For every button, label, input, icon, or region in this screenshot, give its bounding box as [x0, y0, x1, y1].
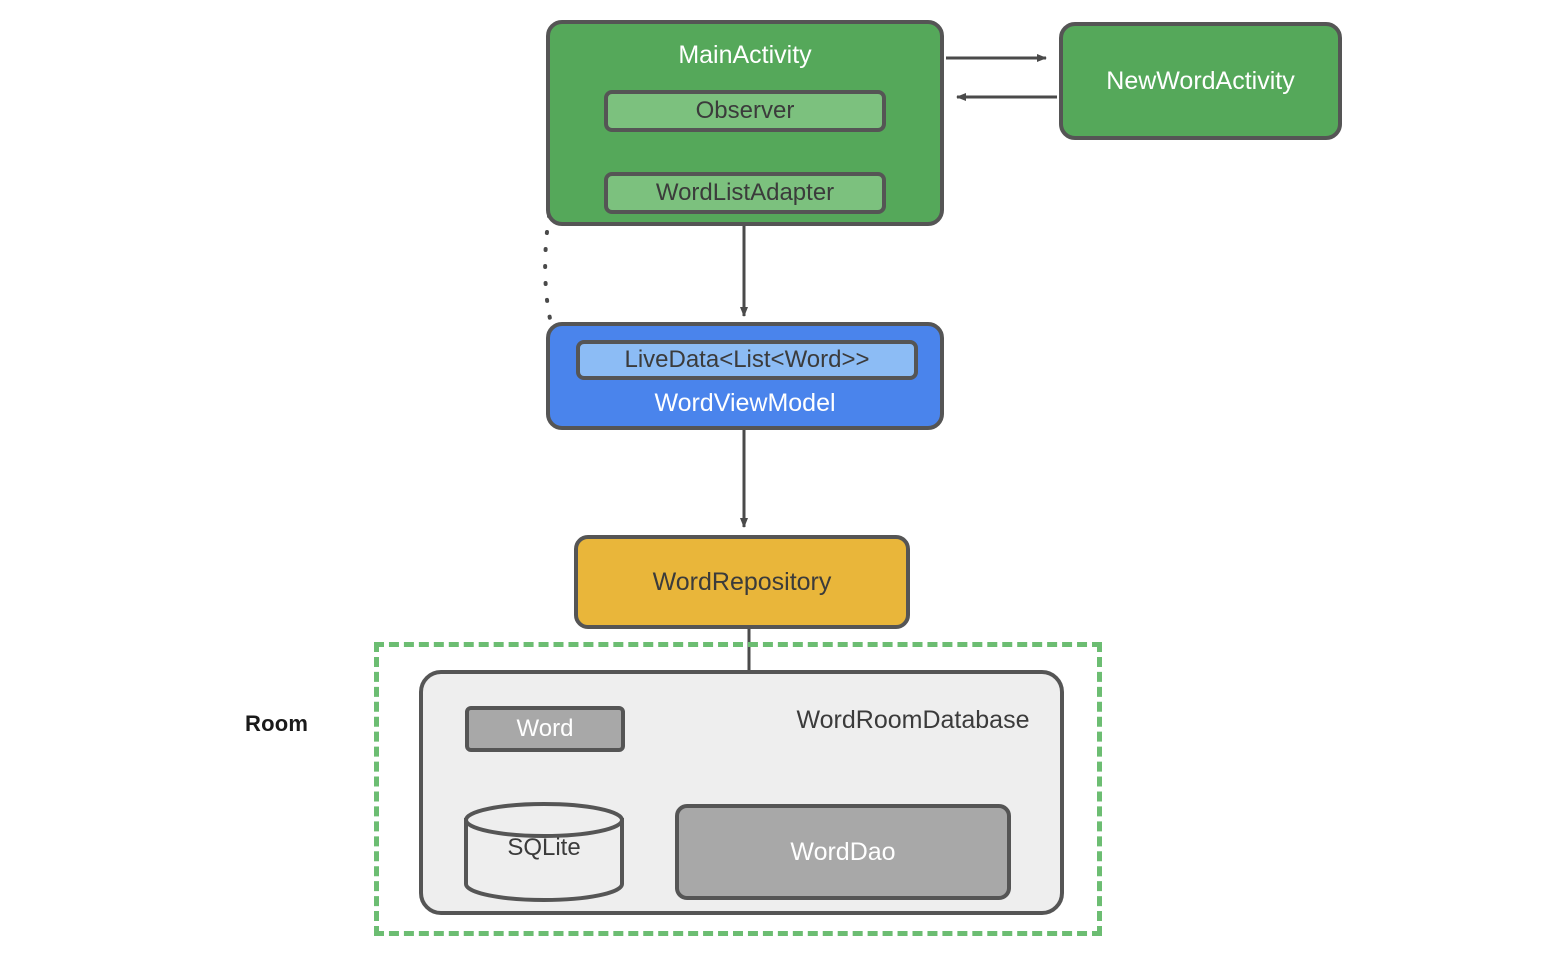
- word-repository-label: WordRepository: [652, 567, 832, 596]
- observer-label: Observer: [695, 97, 795, 124]
- sqlite-database-cylinder-icon[interactable]: [463, 802, 625, 902]
- word-list-adapter-label: WordListAdapter: [655, 179, 835, 206]
- main-activity-label: MainActivity: [678, 41, 812, 69]
- node-word[interactable]: Word: [465, 706, 625, 752]
- new-word-activity-label: NewWordActivity: [1106, 66, 1295, 95]
- node-new-word-activity[interactable]: NewWordActivity: [1059, 22, 1342, 140]
- node-observer[interactable]: Observer: [604, 90, 886, 132]
- node-word-room-database[interactable]: WordRoomDatabase Word SQLite WordDao: [419, 670, 1064, 915]
- node-word-list-adapter[interactable]: WordListAdapter: [604, 172, 886, 214]
- node-main-activity[interactable]: MainActivity Observer WordListAdapter: [546, 20, 944, 226]
- word-dao-label: WordDao: [790, 837, 896, 866]
- word-label: Word: [516, 715, 574, 742]
- node-word-view-model[interactable]: LiveData<List<Word>> WordViewModel: [546, 322, 944, 430]
- room-group-boundary: [374, 642, 1102, 936]
- live-data-label: LiveData<List<Word>>: [624, 346, 870, 373]
- word-view-model-label: WordViewModel: [654, 389, 836, 417]
- node-word-dao[interactable]: WordDao: [675, 804, 1011, 900]
- node-live-data[interactable]: LiveData<List<Word>>: [576, 340, 918, 380]
- node-word-repository[interactable]: WordRepository: [574, 535, 910, 629]
- word-room-database-label: WordRoomDatabase: [796, 706, 1030, 734]
- room-group-label: Room: [245, 711, 309, 736]
